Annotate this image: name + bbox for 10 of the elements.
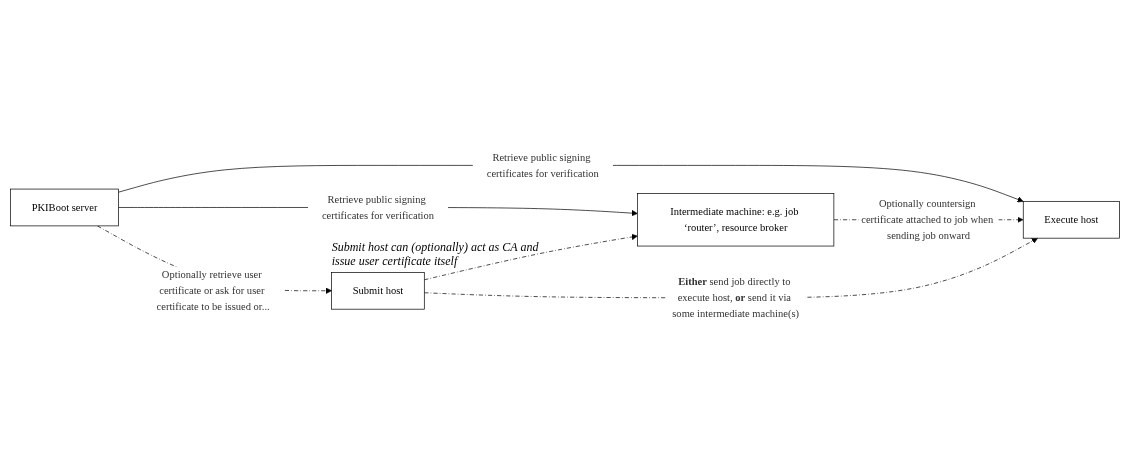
node-box: PKIBoot server [10, 189, 119, 227]
edge-label: Either send job directly to execute host, or send it via some intermediate machine(s) [672, 276, 800, 320]
node-box: Execute host [1022, 201, 1120, 239]
edge-label: Optionally countersign certificate attached to job when sending job onward [861, 198, 994, 242]
annotation-text: Submit host can (optionally) act as CA and issue user certificate itself [331, 240, 540, 269]
edge-label: Retrieve public signing certificates for verification [321, 194, 435, 222]
node-box: Submit host [331, 272, 425, 310]
edge-label: Optionally retrieve user certificate or ask for user certificate to be issued or... [156, 269, 270, 313]
edge-label: Retrieve public signing certificates for verification [486, 152, 599, 180]
node-box: Intermediate machine: e.g. job ‘router’, resource broker [637, 193, 835, 247]
